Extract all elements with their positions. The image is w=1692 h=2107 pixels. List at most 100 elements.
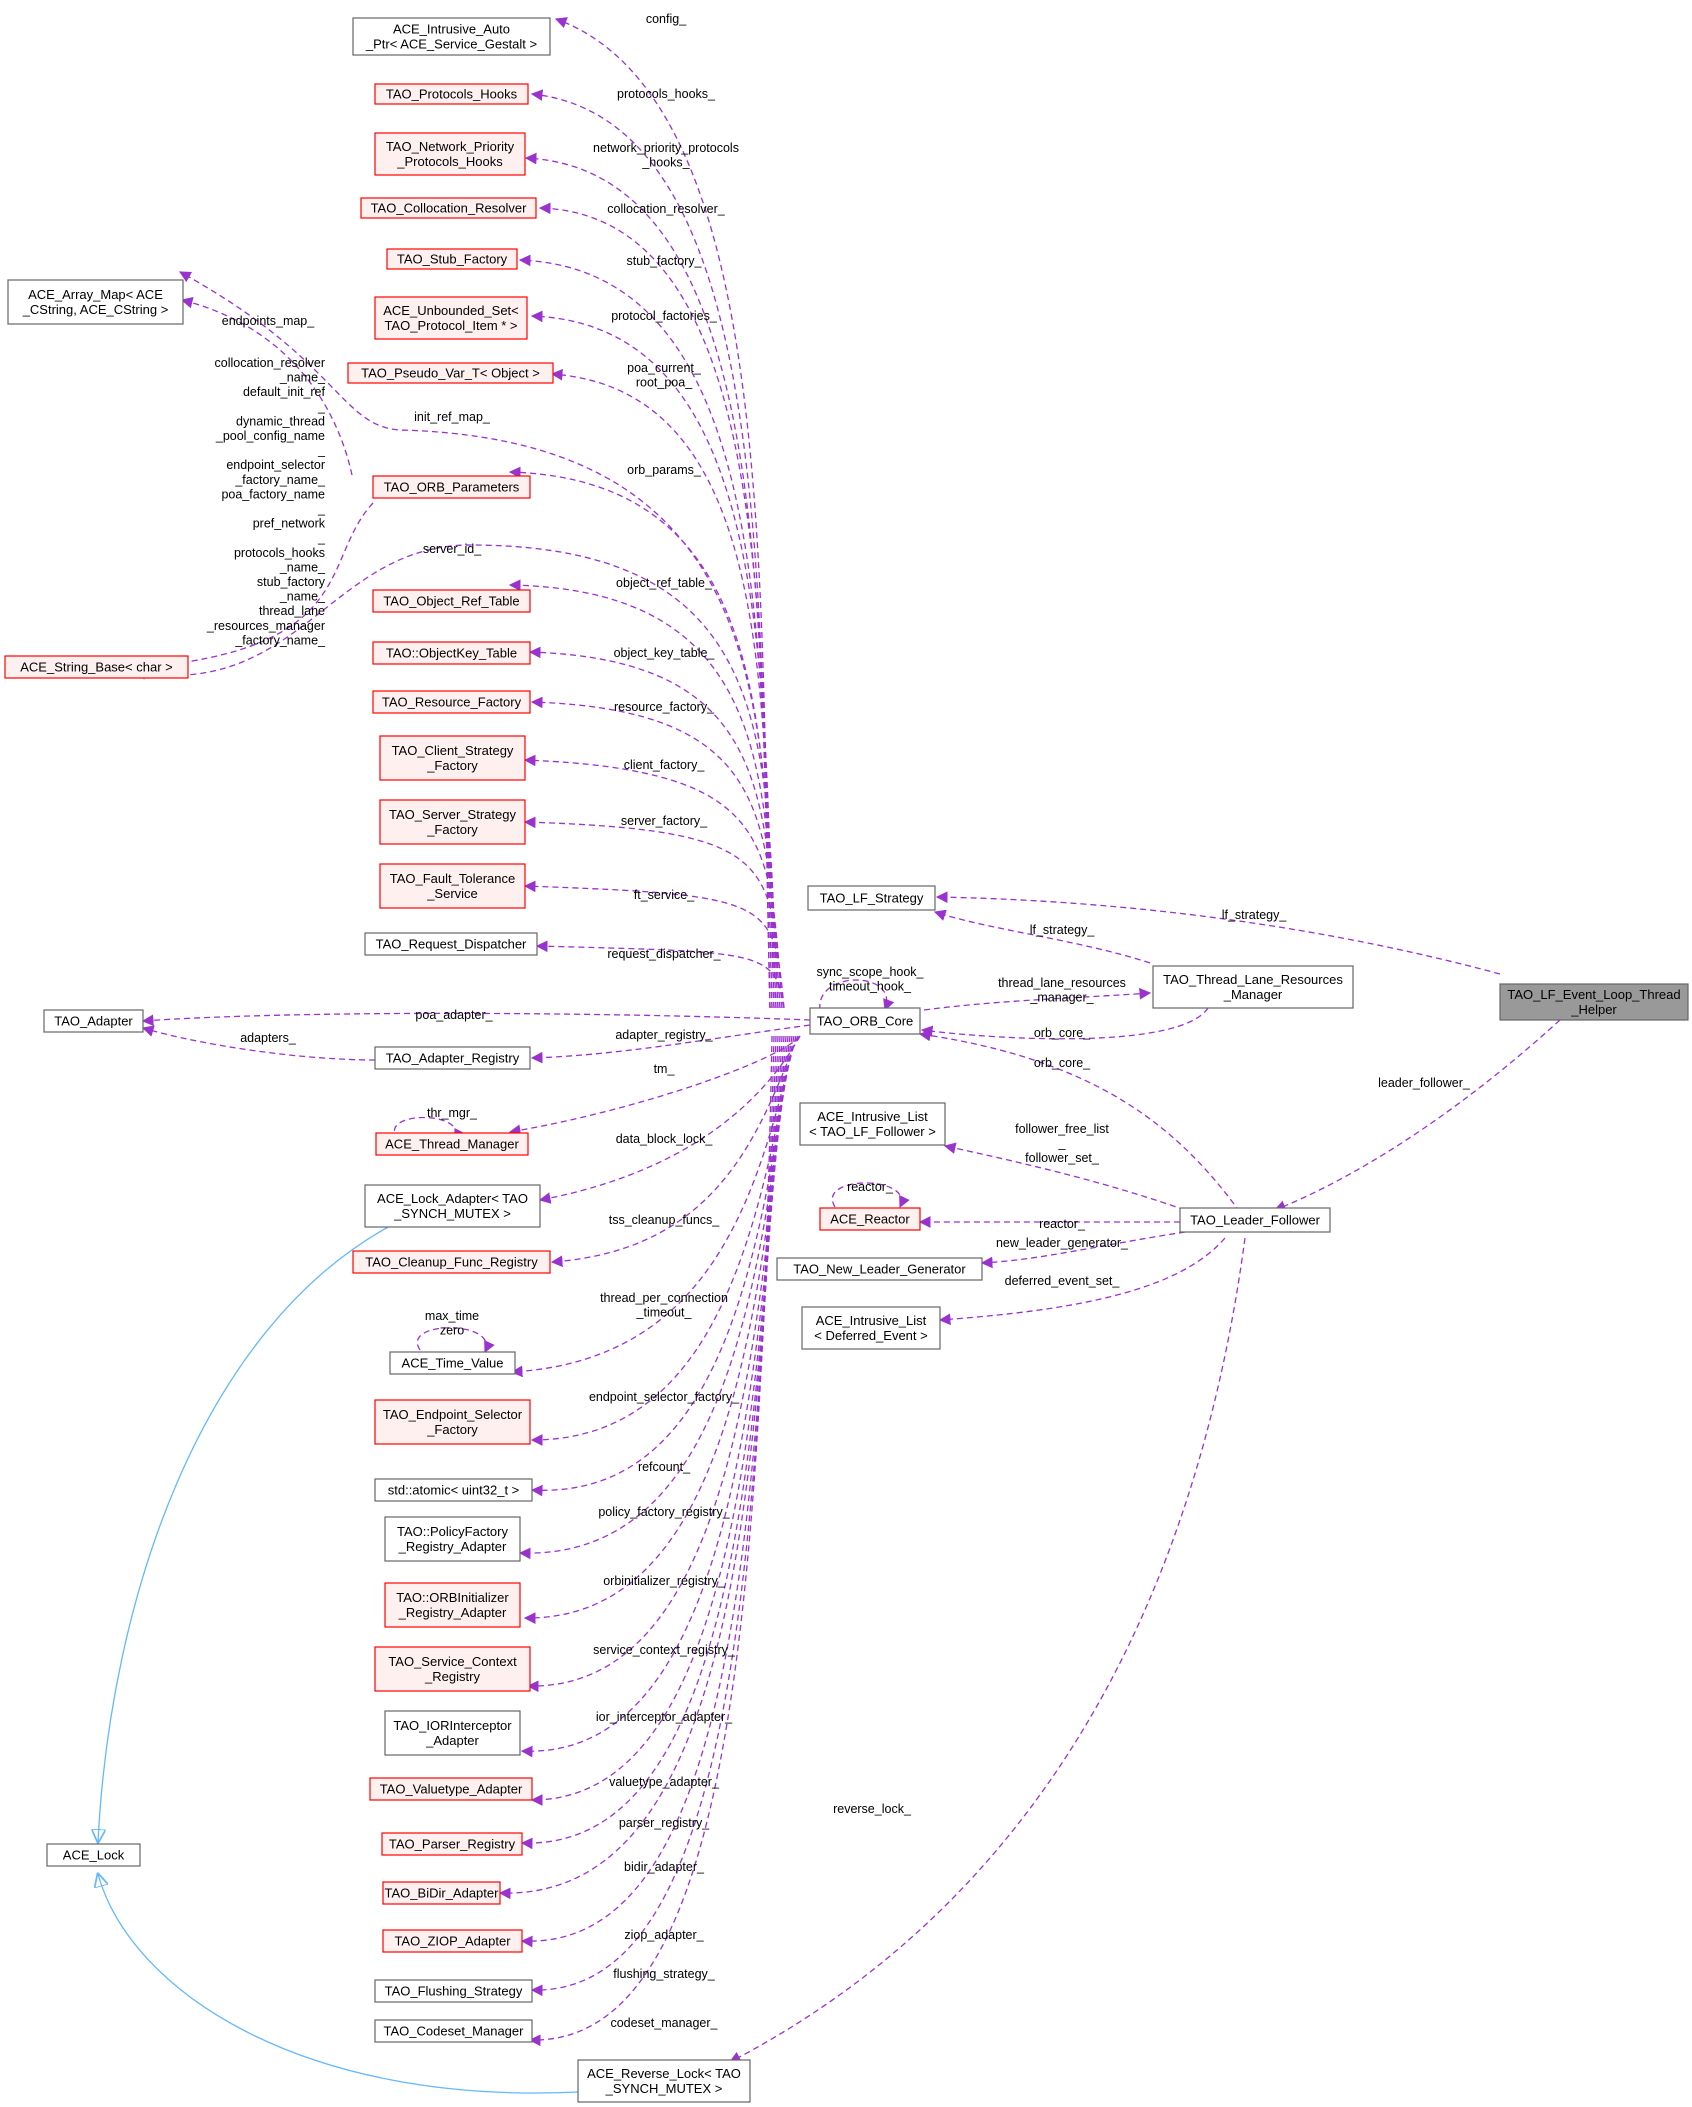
class-node-ace-reactor[interactable]: ACE_Reactor xyxy=(819,1207,921,1231)
node-label: TAO_LF_Strategy xyxy=(820,891,924,906)
node-box xyxy=(352,1250,551,1274)
edge-label-line: adapters_ xyxy=(240,1031,297,1045)
node-box xyxy=(364,1184,541,1228)
node-box xyxy=(389,1351,516,1375)
class-node-lf-helper[interactable]: TAO_LF_Event_Loop_Thread_Helper xyxy=(1499,983,1689,1021)
node-label: ACE_Lock xyxy=(63,1848,125,1863)
class-node-parser-registry[interactable]: TAO_Parser_Registry xyxy=(381,1832,523,1856)
class-node-policy-factory[interactable]: TAO::PolicyFactory_Registry_Adapter xyxy=(384,1516,521,1562)
class-node-lf-strategy[interactable]: TAO_LF_Strategy xyxy=(807,885,936,911)
node-label: TAO_Flushing_Strategy xyxy=(385,1984,523,1999)
node-label: TAO_Service_Context xyxy=(388,1654,517,1669)
class-node-orb-params[interactable]: TAO_ORB_Parameters xyxy=(372,475,531,499)
edge-label-new-leader: new_leader_generator_ xyxy=(996,1236,1129,1250)
class-node-resource-factory[interactable]: TAO_Resource_Factory xyxy=(372,690,531,714)
class-node-ace-lock[interactable]: ACE_Lock xyxy=(46,1843,141,1867)
node-label: TAO_Valuetype_Adapter xyxy=(380,1782,523,1797)
class-node-new-leader-gen[interactable]: TAO_New_Leader_Generator xyxy=(776,1257,983,1281)
edge-label-line: object_ref_table_ xyxy=(616,576,713,590)
edge-server-factory xyxy=(523,816,783,1009)
class-node-orb-core[interactable]: TAO_ORB_Core xyxy=(809,1007,921,1035)
edge-orb-core-1 xyxy=(920,1007,1209,1040)
class-node-flushing[interactable]: TAO_Flushing_Strategy xyxy=(374,1979,533,2003)
class-node-req-dispatcher[interactable]: TAO_Request_Dispatcher xyxy=(364,932,538,956)
node-label: TAO_Adapter_Registry xyxy=(386,1051,520,1066)
class-node-adapter-registry[interactable]: TAO_Adapter_Registry xyxy=(374,1046,531,1070)
edge-adapter-registry xyxy=(530,1024,811,1064)
node-box xyxy=(374,1979,533,2003)
edge-thr-mgr xyxy=(394,1116,465,1142)
edge-label-line: _ xyxy=(1058,1137,1067,1151)
edge-inherit-lock-adapter xyxy=(98,1225,391,1842)
edge-lf-strategy-2 xyxy=(933,909,1151,964)
class-node-client-strategy[interactable]: TAO_Client_Strategy_Factory xyxy=(379,735,526,781)
class-node-obj-ref-table[interactable]: TAO_Object_Ref_Table xyxy=(372,589,531,613)
edge-label-line: _timeout_ xyxy=(636,1306,693,1320)
edge-label-reactor: reactor_ xyxy=(1039,1217,1086,1231)
class-node-server-strategy[interactable]: TAO_Server_Strategy_Factory xyxy=(379,799,526,845)
edge-label-line: _factory_name_ xyxy=(234,633,326,647)
edge-label-thr-mgr: thr_mgr_ xyxy=(427,1106,478,1120)
class-node-string-base[interactable]: ACE_String_Base< char > xyxy=(4,655,189,679)
edge-refcount xyxy=(530,1035,793,1497)
node-label: TAO_Server_Strategy xyxy=(389,807,516,822)
class-node-atomic[interactable]: std::atomic< uint32_t > xyxy=(374,1478,533,1502)
node-label: TAO_Leader_Follower xyxy=(1190,1213,1320,1228)
edge-orbinit xyxy=(523,1035,789,1624)
class-node-bidir-adapter[interactable]: TAO_BiDir_Adapter xyxy=(382,1881,501,1905)
edge-label-params-strings: collocation_resolver_name_default_init_r… xyxy=(206,356,326,647)
class-node-thread-lane[interactable]: TAO_Thread_Lane_Resources_Manager xyxy=(1152,965,1354,1009)
node-box xyxy=(382,1929,523,1953)
node-label: ACE_Array_Map< ACE xyxy=(28,287,163,302)
class-node-fault-tol[interactable]: TAO_Fault_Tolerance_Service xyxy=(379,863,526,909)
class-node-stub-factory[interactable]: TAO_Stub_Factory xyxy=(386,248,518,270)
class-node-objkey-table[interactable]: TAO::ObjectKey_Table xyxy=(372,641,531,665)
node-box xyxy=(374,1646,531,1692)
node-label: TAO_Cleanup_Func_Registry xyxy=(365,1255,538,1270)
edge-server-id xyxy=(133,544,779,1009)
edge-label-data-block-lock: data_block_lock_ xyxy=(616,1132,714,1146)
edge-label-sync-scope: sync_scope_hook_timeout_hook_ xyxy=(816,965,924,994)
node-box xyxy=(384,1710,521,1756)
edge-label-protocols-hooks: protocols_hooks_ xyxy=(617,87,716,101)
node-label: TAO_Adapter xyxy=(54,1014,133,1029)
class-node-orbinit-reg[interactable]: TAO::ORBInitializer_Registry_Adapter xyxy=(384,1582,521,1628)
class-node-ziop-adapter[interactable]: TAO_ZIOP_Adapter xyxy=(382,1929,523,1953)
class-node-protocols-hooks[interactable]: TAO_Protocols_Hooks xyxy=(374,83,529,105)
edge-params-strings xyxy=(133,502,374,673)
node-box xyxy=(386,248,518,270)
edge-tss-cleanup xyxy=(550,1035,799,1268)
class-node-lock-adapter[interactable]: ACE_Lock_Adapter< TAO_SYNCH_MUTEX > xyxy=(364,1184,541,1228)
edge-label-line: _manager_ xyxy=(1029,991,1094,1005)
edge-label-lf-strategy-1: lf_strategy_ xyxy=(1222,908,1288,922)
class-node-thread-manager[interactable]: ACE_Thread_Manager xyxy=(375,1132,529,1156)
class-node-intrusive-deferred[interactable]: ACE_Intrusive_List< Deferred_Event > xyxy=(801,1306,941,1350)
class-node-time-value[interactable]: ACE_Time_Value xyxy=(389,1351,516,1375)
class-node-leader-follower[interactable]: TAO_Leader_Follower xyxy=(1179,1207,1331,1233)
node-box xyxy=(372,690,531,714)
class-node-valuetype-adapter[interactable]: TAO_Valuetype_Adapter xyxy=(369,1777,533,1801)
node-box xyxy=(382,1881,501,1905)
class-node-array-map[interactable]: ACE_Array_Map< ACE_CString, ACE_CString … xyxy=(7,279,184,325)
class-node-unbounded-set[interactable]: ACE_Unbounded_Set<TAO_Protocol_Item * > xyxy=(374,296,528,340)
edge-label-line: max_time xyxy=(425,1309,479,1323)
class-node-codeset[interactable]: TAO_Codeset_Manager xyxy=(374,2019,533,2043)
class-node-endpoint-sel[interactable]: TAO_Endpoint_Selector_Factory xyxy=(374,1399,531,1445)
class-node-config-ptr[interactable]: ACE_Intrusive_Auto_Ptr< ACE_Service_Gest… xyxy=(352,17,551,56)
edge-client-factory xyxy=(523,754,783,1009)
edge-label-line: codeset_manager_ xyxy=(610,2016,718,2030)
edge-label-line: _ xyxy=(317,502,326,516)
edge-label-line: client_factory_ xyxy=(624,758,706,772)
edge-thread-lane xyxy=(923,987,1152,1011)
class-node-cleanup-reg[interactable]: TAO_Cleanup_Func_Registry xyxy=(352,1250,551,1274)
class-node-tao-adapter[interactable]: TAO_Adapter xyxy=(43,1009,144,1033)
class-node-reverse-lock[interactable]: ACE_Reverse_Lock< TAO_SYNCH_MUTEX > xyxy=(577,2059,751,2103)
class-node-net-prio-hooks[interactable]: TAO_Network_Priority_Protocols_Hooks xyxy=(374,132,526,176)
class-node-pseudo-var[interactable]: TAO_Pseudo_Var_T< Object > xyxy=(347,362,554,384)
edge-ft-service xyxy=(523,880,785,1009)
edge-protocol-factories xyxy=(530,310,775,1009)
class-node-ior-interceptor[interactable]: TAO_IORInterceptor_Adapter xyxy=(384,1710,521,1756)
class-node-intrusive-follower[interactable]: ACE_Intrusive_List< TAO_LF_Follower > xyxy=(799,1102,946,1146)
class-node-svc-ctx-reg[interactable]: TAO_Service_Context_Registry xyxy=(374,1646,531,1692)
class-node-colloc-resolver[interactable]: TAO_Collocation_Resolver xyxy=(360,197,537,219)
